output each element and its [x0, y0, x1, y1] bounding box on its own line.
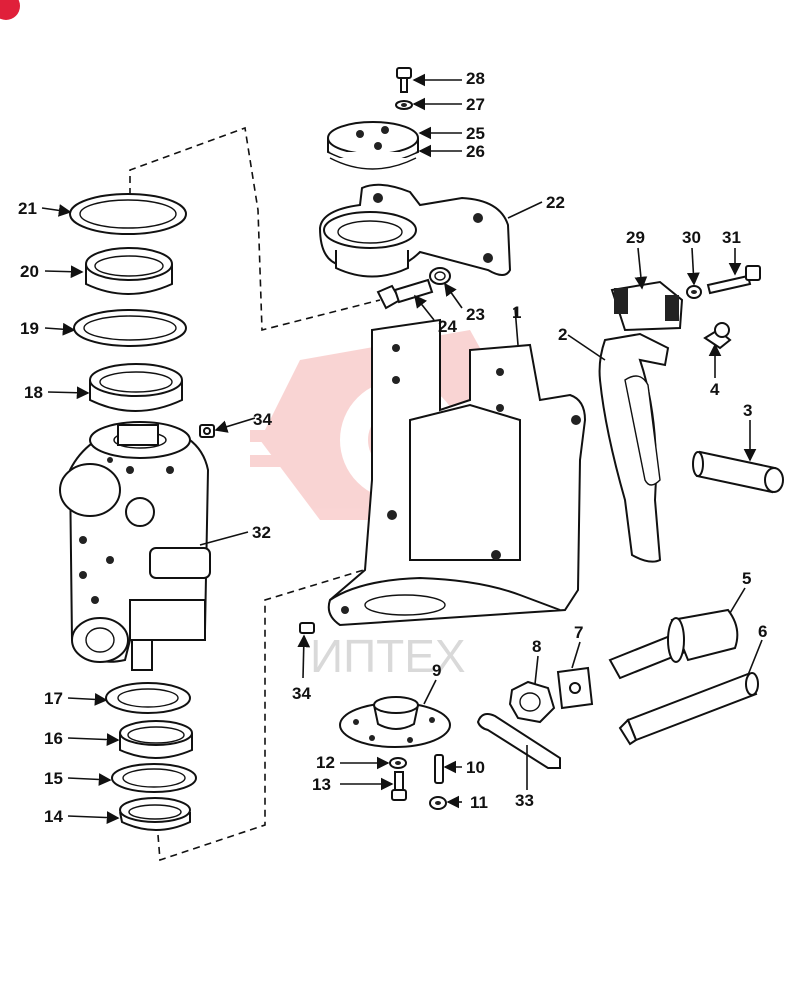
hex-key-33 [476, 713, 561, 769]
callout-19: 19 [20, 319, 39, 338]
callout-33: 33 [515, 791, 534, 810]
bearing-18 [89, 363, 183, 412]
leader-lines [41, 73, 763, 824]
nut-11 [429, 796, 447, 810]
ring-19 [73, 309, 187, 347]
callout-15: 15 [44, 769, 63, 788]
stud-10 [434, 754, 444, 784]
washer-12 [389, 757, 407, 769]
callout-25: 25 [466, 124, 485, 143]
bolt-24 [376, 278, 434, 310]
callout-5: 5 [742, 569, 751, 588]
callout-26: 26 [466, 142, 485, 161]
grease-fitting-4 [703, 322, 732, 350]
arm-2 [598, 332, 670, 563]
callout-18: 18 [24, 383, 43, 402]
callout-20: 20 [20, 262, 39, 281]
grease-fitting-34b [299, 622, 315, 634]
callout-34-bottom: 34 [292, 684, 311, 703]
callout-1: 1 [512, 303, 521, 322]
callout-17: 17 [44, 689, 63, 708]
callout-12: 12 [316, 753, 335, 772]
washer-17 [105, 682, 191, 714]
callout-31: 31 [722, 228, 741, 247]
callout-22: 22 [546, 193, 565, 212]
assembly-line-bottom [157, 564, 381, 862]
callout-4: 4 [710, 380, 720, 399]
callout-23: 23 [466, 305, 485, 324]
callout-24: 24 [438, 317, 457, 336]
stud-6 [618, 672, 759, 746]
callout-8: 8 [532, 637, 541, 656]
ring-15 [111, 763, 197, 793]
bolt-13 [391, 771, 407, 801]
washer-23 [429, 267, 451, 285]
shim-26 [327, 151, 419, 170]
watermark-text: ИПТЕХ [310, 630, 466, 682]
nut-8 [508, 680, 556, 724]
grease-fitting-34a [199, 424, 215, 438]
plate-7 [556, 666, 594, 710]
callout-27: 27 [466, 95, 485, 114]
callout-28: 28 [466, 69, 485, 88]
callout-14: 14 [44, 807, 63, 826]
callout-21: 21 [18, 199, 37, 218]
support-bracket-22 [318, 183, 512, 278]
callout-29: 29 [626, 228, 645, 247]
washer-27 [395, 100, 413, 110]
steering-housing-32 [59, 421, 211, 671]
callout-13: 13 [312, 775, 331, 794]
bolt-31 [706, 265, 761, 295]
callout-6: 6 [758, 622, 767, 641]
callout-10: 10 [466, 758, 485, 777]
pin-3 [692, 450, 784, 494]
flange-9 [339, 696, 451, 748]
callout-3: 3 [743, 401, 752, 420]
callout-9: 9 [432, 661, 441, 680]
bolt-28 [396, 67, 412, 93]
main-frame-1 [327, 318, 587, 627]
corner-badge [0, 0, 20, 20]
nut-30 [686, 285, 702, 299]
callout-16: 16 [44, 729, 63, 748]
bearing-cup-20 [85, 247, 173, 295]
adjusting-bolt-5 [608, 608, 739, 680]
ring-21 [69, 193, 187, 235]
callout-34-top: 34 [253, 410, 272, 429]
callout-32: 32 [252, 523, 271, 542]
callout-11: 11 [470, 793, 488, 812]
seal-14 [119, 797, 191, 831]
callout-7: 7 [574, 623, 583, 642]
plate-29 [610, 280, 684, 332]
callout-30: 30 [682, 228, 701, 247]
callout-2: 2 [558, 325, 567, 344]
bearing-16 [119, 720, 193, 759]
